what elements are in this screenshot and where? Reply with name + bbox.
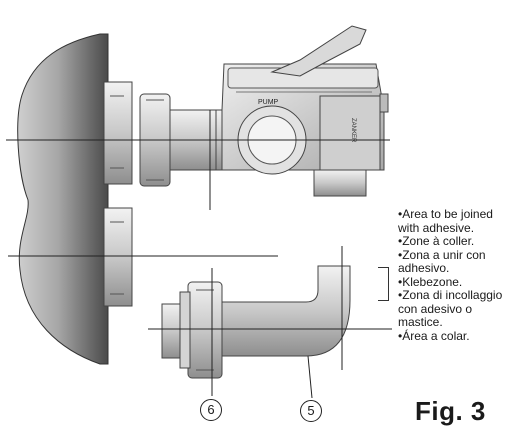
figure-label: Fig. 3 (415, 396, 486, 426)
adhesive-legend: •Area to be joined with adhesive. •Zone … (398, 207, 514, 343)
lower-fitting (103, 207, 133, 307)
elbow-pipe (161, 265, 351, 379)
legend-line: with adhesive. (398, 220, 475, 235)
callout-5: 5 (300, 400, 322, 422)
legend-bracket (378, 267, 389, 301)
legend-line: •Área a colar. (398, 328, 470, 343)
legend-line: con adesivo o (398, 301, 473, 316)
legend-line: •Zone à coller. (398, 234, 475, 248)
legend-line: •Zona di incollaggio (398, 288, 503, 302)
multiport-valve: PUMP ZANKER (215, 25, 389, 197)
legend-line: •Zona a unir con (398, 247, 486, 262)
tank-wall (17, 33, 109, 365)
valve-handle (270, 25, 367, 77)
legend-line: •Klebezone. (398, 274, 463, 289)
legend-line: adhesivo. (398, 261, 450, 275)
valve-pump-label: PUMP (258, 99, 279, 106)
guide-lines (6, 110, 392, 399)
legend-line: mastice. (398, 315, 443, 329)
legend-line: •Area to be joined (398, 207, 493, 221)
upper-fitting (103, 81, 217, 187)
callout-6: 6 (200, 399, 222, 421)
valve-side-label: ZANKER (350, 118, 356, 143)
